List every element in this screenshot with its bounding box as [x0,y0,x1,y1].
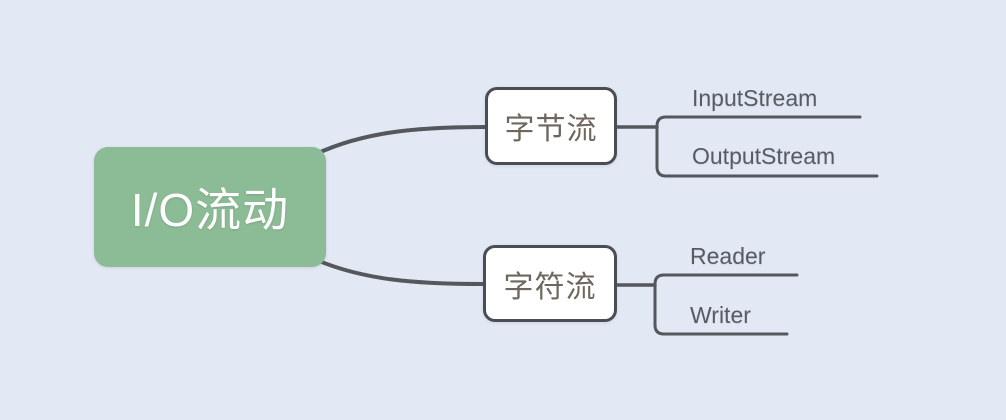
branch-node-byte-stream[interactable]: 字节流 [485,87,617,165]
root-node-io-stream[interactable]: I/O流动 [94,147,326,267]
branch-node-char-stream[interactable]: 字符流 [483,245,617,322]
connector-root-to-byte-stream [306,125,487,160]
branch-node-byte-stream-label: 字节流 [504,113,598,146]
leaf-node-reader[interactable]: Reader [690,243,766,269]
connector-root-to-char-stream [306,254,485,286]
leaf-node-writer[interactable]: Writer [690,302,751,328]
connector-char-stream-bracket [653,273,799,336]
connector-byte-stream-bracket [655,115,879,178]
root-node-label: I/O流动 [130,184,290,236]
leaf-node-inputstream[interactable]: InputStream [692,85,818,111]
branch-node-char-stream-label: 字符流 [503,270,597,304]
leaf-node-outputstream[interactable]: OutputStream [692,143,836,169]
